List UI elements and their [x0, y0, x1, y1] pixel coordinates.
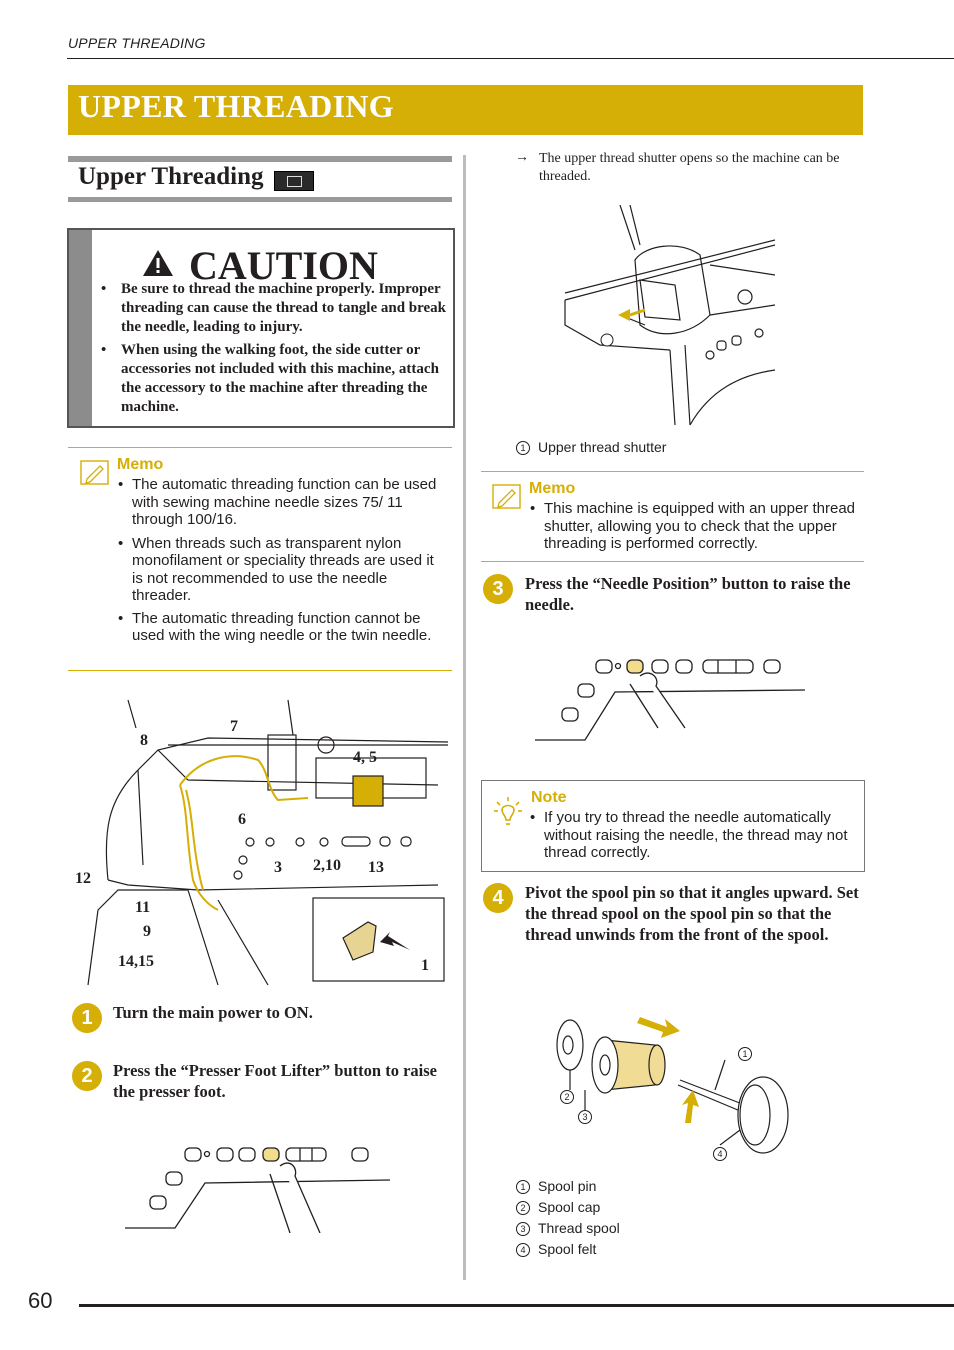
callout-label: 2,10 [313, 857, 341, 874]
caption-text: Thread spool [538, 1220, 620, 1236]
callout-label: 1 [421, 957, 429, 974]
caption-text: Spool pin [538, 1178, 597, 1194]
memo-list: The automatic threading function can be … [118, 476, 448, 645]
step-number: 4 [483, 883, 513, 913]
caption-number: 1 [516, 1180, 530, 1194]
callout-label: 9 [143, 923, 151, 940]
memo-pencil-icon [492, 484, 521, 509]
callout-label: 7 [230, 718, 238, 735]
memo-pencil-icon [80, 460, 109, 485]
caution-box: CAUTION Be sure to thread the machine pr… [67, 228, 455, 428]
title-bar [68, 85, 863, 135]
caution-item: Be sure to thread the machine properly. … [99, 280, 449, 337]
caption-row: 3 Thread spool [516, 1218, 620, 1239]
memo-item: This machine is equipped with an upper t… [530, 500, 858, 553]
memo-item: The automatic threading function can be … [118, 476, 448, 529]
caption-text: Spool felt [538, 1241, 597, 1257]
result-arrow: → [515, 150, 529, 165]
column-divider [463, 155, 466, 1280]
caution-stripe [69, 230, 92, 426]
step-text: Press the “Presser Foot Lifter” button t… [113, 1061, 437, 1101]
memo-label: Memo [529, 480, 576, 497]
page-number: 60 [28, 1288, 53, 1313]
step-number: 3 [483, 574, 513, 604]
callout-label: 11 [135, 899, 151, 916]
memo-rule-top [68, 447, 452, 448]
memo-item: When threads such as transparent nylon m… [118, 535, 448, 605]
note-label: Note [531, 789, 567, 806]
section-title: Upper Threading [78, 163, 264, 190]
note-item: If you try to thread the needle automati… [530, 809, 858, 862]
note-list: If you try to thread the needle automati… [530, 809, 858, 862]
page-title: UPPER THREADING [78, 88, 394, 124]
caption-number: 2 [516, 1201, 530, 1215]
step-text: Press the “Needle Position” button to ra… [525, 574, 851, 614]
memo-rule-bottom [481, 561, 864, 562]
caption-number: 4 [516, 1243, 530, 1257]
caption-row: 2 Spool cap [516, 1197, 620, 1218]
caption-row: 1 Spool pin [516, 1176, 620, 1197]
step-text: Pivot the spool pin so that it angles up… [525, 883, 859, 944]
running-head: UPPER THREADING [68, 35, 206, 51]
diagram-callout: 1 [738, 1047, 752, 1061]
step-text: Turn the main power to ON. [113, 1003, 313, 1022]
memo-label: Memo [117, 456, 164, 473]
header-rule [67, 58, 954, 59]
diagram-callout: 3 [578, 1110, 592, 1124]
threading-path-diagram [87, 699, 448, 986]
caution-item: When using the walking foot, the side cu… [99, 341, 449, 417]
memo-list: This machine is equipped with an upper t… [530, 500, 858, 553]
caption-text: Upper thread shutter [538, 439, 667, 455]
callout-label: 4, 5 [353, 749, 377, 766]
thread-shutter-diagram [564, 205, 776, 426]
caution-list: Be sure to thread the machine properly. … [99, 280, 449, 421]
diagram-callout: 2 [560, 1090, 574, 1104]
shutter-caption: 1 Upper thread shutter [516, 437, 666, 458]
needle-position-button-diagram [535, 659, 806, 741]
result-text: The upper thread shutter opens so the ma… [539, 151, 840, 184]
diagram-callout: 4 [713, 1147, 727, 1161]
caption-row: 4 Spool felt [516, 1239, 620, 1260]
warning-triangle-icon [143, 250, 173, 276]
caption-number: 3 [516, 1222, 530, 1236]
presser-foot-button-diagram [125, 1147, 391, 1233]
spool-pin-diagram [556, 1017, 789, 1154]
memo-rule-top [481, 471, 864, 472]
footer-rule [79, 1304, 954, 1307]
lightbulb-icon [494, 797, 522, 825]
note-box [481, 780, 865, 872]
step-number: 2 [72, 1061, 102, 1091]
callout-label: 6 [238, 811, 246, 828]
caption-text: Spool cap [538, 1199, 601, 1215]
callout-label: 14,15 [118, 953, 154, 970]
section-bar-top [68, 156, 452, 162]
callout-label: 13 [368, 859, 384, 876]
spool-caption-list: 1 Spool pin 2 Spool cap 3 Thread spool 4 Spo… [516, 1176, 620, 1260]
section-bar-bottom [68, 197, 452, 202]
callout-label: 12 [75, 870, 91, 887]
callout-label: 3 [274, 859, 282, 876]
callout-label: 8 [140, 732, 148, 749]
memo-item: The automatic threading function cannot … [118, 610, 448, 645]
memo-rule-bottom [68, 670, 452, 671]
step-number: 1 [72, 1003, 102, 1033]
screen-mode-icon [274, 171, 314, 191]
caption-number: 1 [516, 441, 530, 455]
